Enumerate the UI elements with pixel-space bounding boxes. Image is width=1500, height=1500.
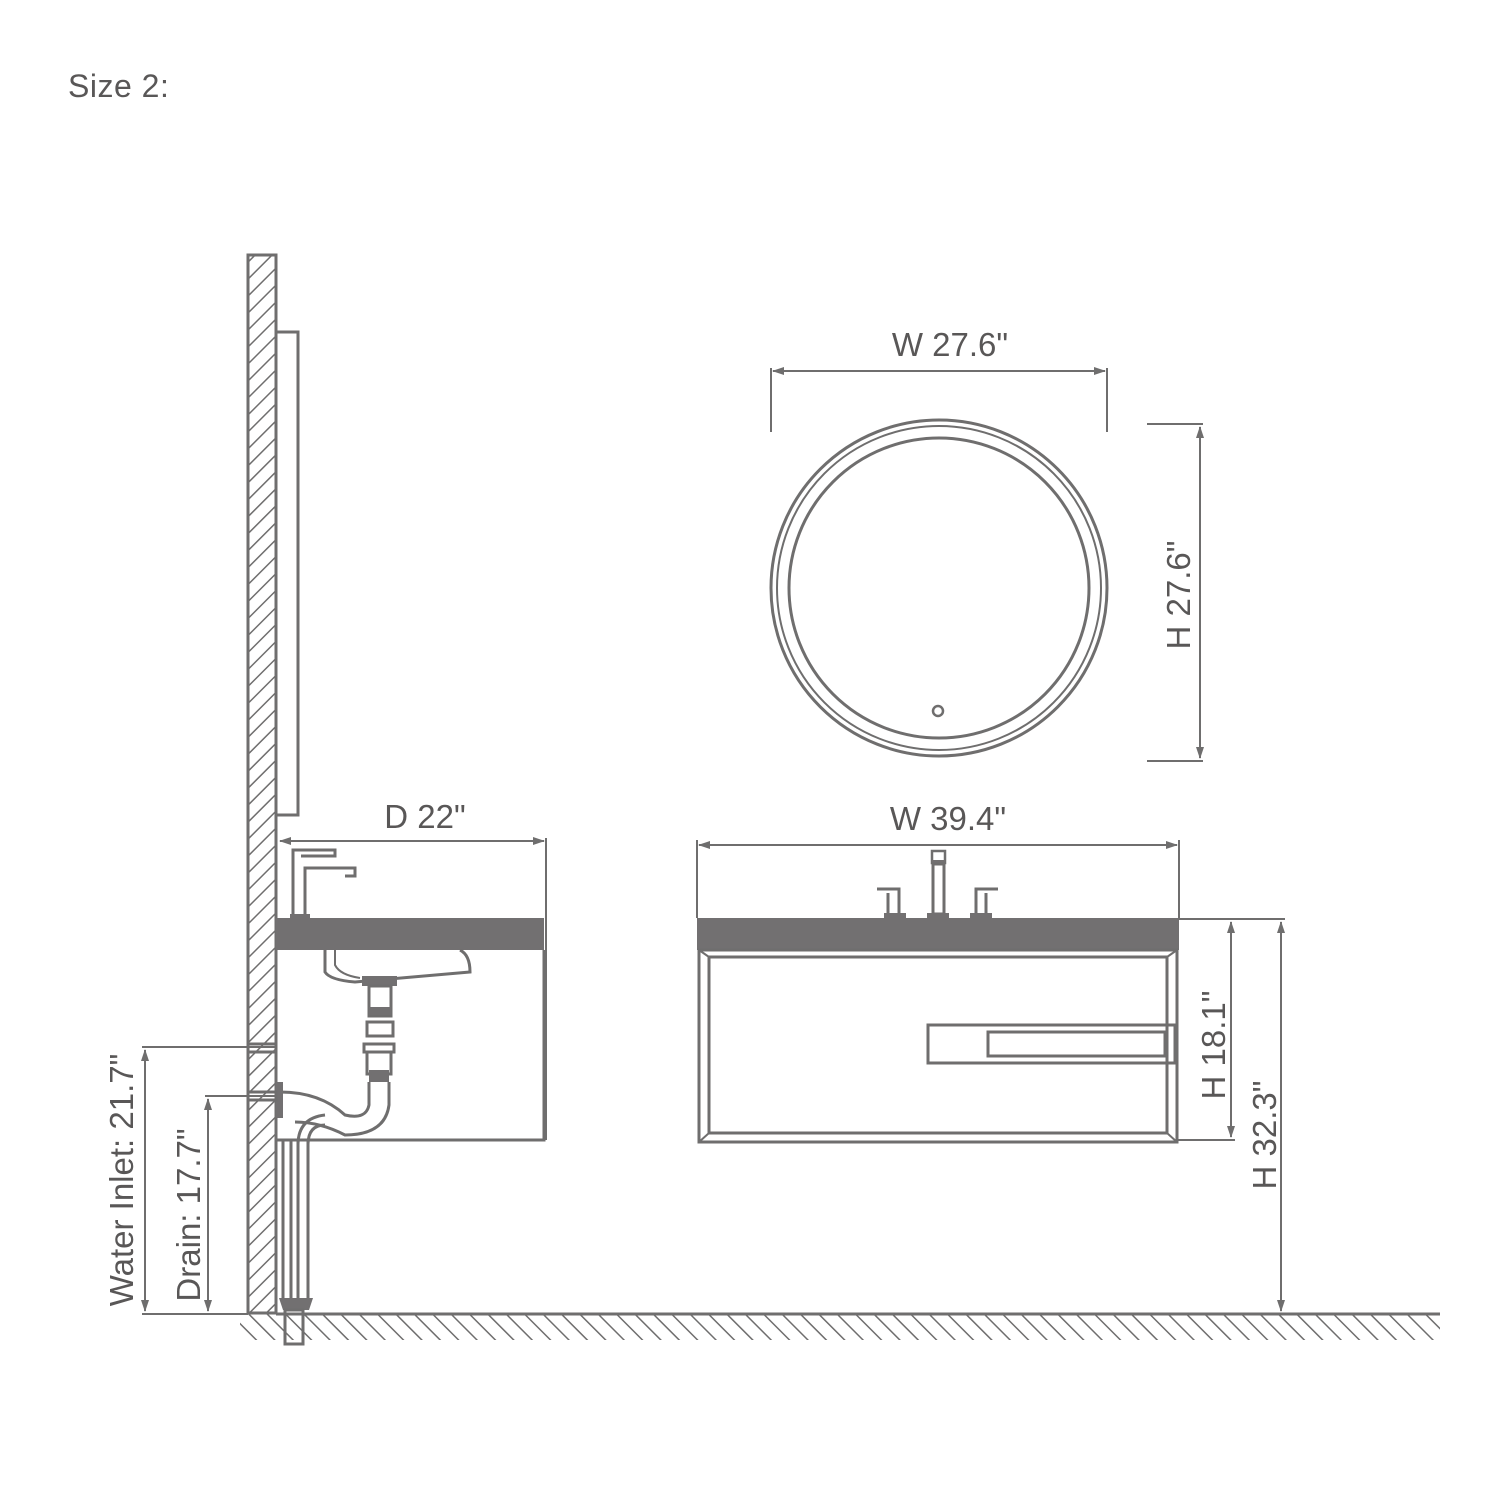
depth-dimension: D 22" xyxy=(279,798,547,1140)
cabinet-front xyxy=(697,948,1179,1144)
countertop-front xyxy=(697,918,1179,950)
drain-pipe-icon xyxy=(276,976,397,1346)
side-view: D 22" Water Inlet: 21.7" Drain: 17.7" xyxy=(103,253,1440,1346)
faucet-side-icon xyxy=(290,848,357,919)
touch-sensor-icon xyxy=(931,704,945,718)
basin xyxy=(323,948,472,984)
cabinet-height-label: H 18.1" xyxy=(1195,991,1232,1100)
floor xyxy=(240,1312,1440,1340)
wall xyxy=(246,253,278,1315)
water-inlet-label: Water Inlet: 21.7" xyxy=(103,1054,140,1307)
vanity-front: W 39.4" xyxy=(696,800,1285,1312)
faucet-front-icon xyxy=(877,849,998,918)
mirror-width-label: W 27.6" xyxy=(892,326,1008,363)
drawer-handle xyxy=(926,1023,1177,1065)
total-height-dimension: H 32.3" xyxy=(1246,921,1285,1312)
vanity-width-dimension: W 39.4" xyxy=(696,800,1180,918)
vanity-width-label: W 39.4" xyxy=(890,800,1006,837)
drain-dimension: Drain: 17.7" xyxy=(170,1095,276,1312)
countertop-side xyxy=(276,918,544,950)
depth-label: D 22" xyxy=(384,798,465,835)
round-mirror: W 27.6" H 27.6" xyxy=(769,326,1204,762)
mirror-height-label: H 27.6" xyxy=(1160,541,1197,650)
total-height-label: H 32.3" xyxy=(1246,1081,1283,1190)
drain-label: Drain: 17.7" xyxy=(170,1128,207,1301)
mirror-width-dimension: W 27.6" xyxy=(770,326,1108,432)
mirror-side-profile xyxy=(276,330,300,817)
page-title: Size 2: xyxy=(68,68,170,104)
cabinet-height-dimension: H 18.1" xyxy=(1177,918,1285,1141)
water-inlet-dimension: Water Inlet: 21.7" xyxy=(103,1046,276,1315)
mirror-height-dimension: H 27.6" xyxy=(1147,423,1204,762)
cabinet-side xyxy=(276,950,546,1142)
